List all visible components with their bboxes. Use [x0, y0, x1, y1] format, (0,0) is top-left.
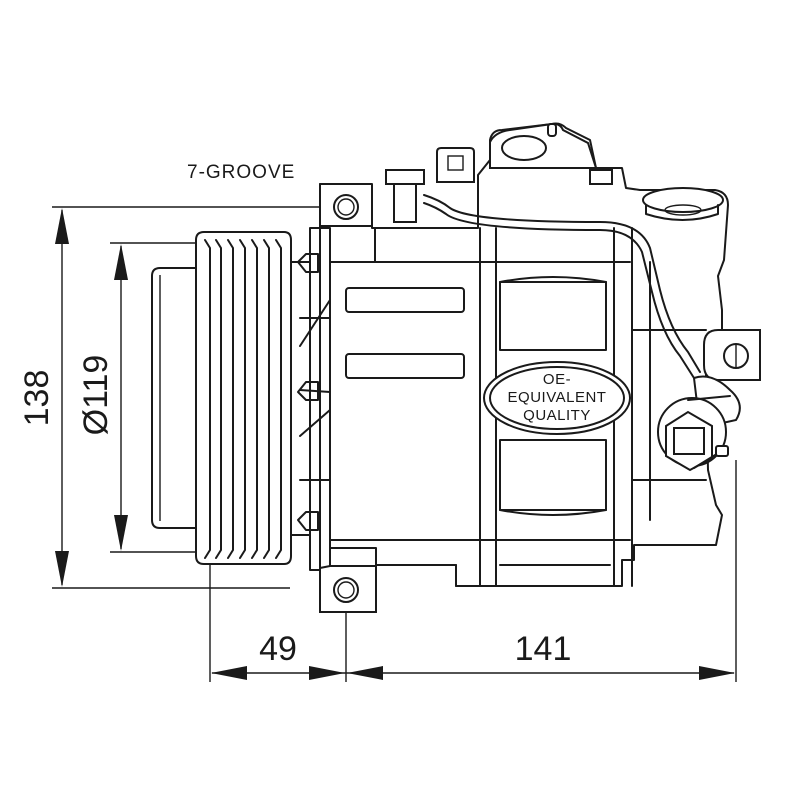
dimension-138: 138 [18, 206, 320, 589]
rear-port [642, 187, 724, 221]
arrowhead-top [55, 208, 69, 244]
top-port [489, 122, 613, 185]
arrowhead [347, 666, 383, 680]
left-offset-dimension-label: 49 [259, 630, 297, 668]
diameter-dimension-label: Ø119 [77, 355, 115, 436]
body-slot [345, 353, 465, 379]
right-electrical-connector [657, 329, 761, 472]
dimension-49-141: 49 141 [209, 460, 737, 682]
arrowhead [309, 666, 345, 680]
oe-quality-badge: OE- EQUIVALENT QUALITY [483, 361, 631, 435]
body-length-dimension-label: 141 [515, 630, 572, 668]
arrowhead-bottom [55, 551, 69, 587]
height-dimension-label: 138 [18, 370, 56, 427]
badge-line-1: OE- [543, 371, 571, 388]
badge-line-2: EQUIVALENT [508, 389, 607, 406]
bottom-mounting-ear [319, 565, 377, 613]
body-slot [345, 287, 465, 313]
clutch-plate [151, 267, 196, 529]
top-mounting-ear [319, 183, 373, 227]
front-hub [290, 227, 331, 571]
pulley [195, 231, 292, 565]
groove-label: 7-GROOVE [187, 162, 295, 183]
badge-line-3: QUALITY [523, 407, 591, 424]
top-electrical-connector [385, 147, 701, 379]
pulley-grooves [204, 239, 282, 559]
dimension-diameter-119: Ø119 [77, 242, 202, 553]
arrowhead [699, 666, 735, 680]
arrowhead-top [114, 244, 128, 280]
arrowhead [211, 666, 247, 680]
arrowhead-bottom [114, 515, 128, 551]
